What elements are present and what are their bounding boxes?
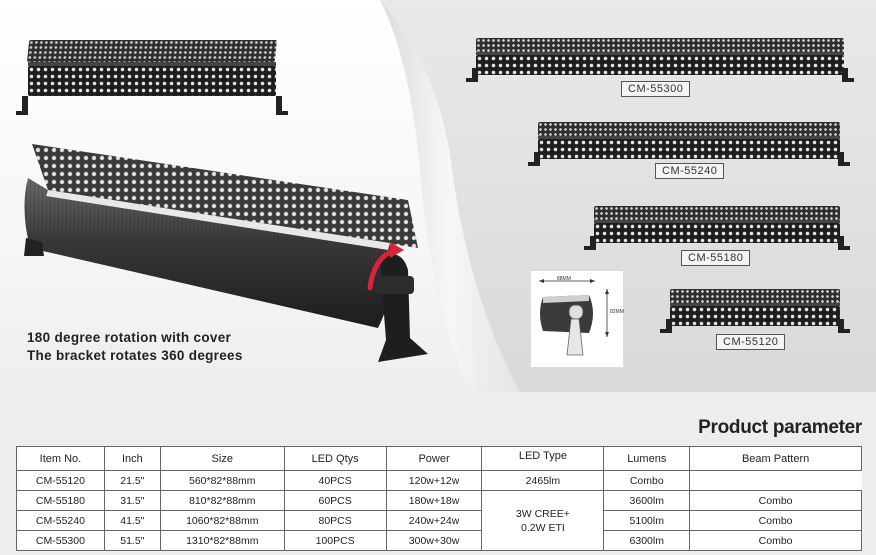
cell-qty: 40PCS <box>283 470 387 491</box>
cell-qty: 60PCS <box>283 490 387 511</box>
cell-led-type: 3W CREE+ 0.2W ETI <box>481 490 605 551</box>
cell-inch: 51.5" <box>103 530 161 551</box>
led-type-line1: 3W CREE+ <box>515 507 570 520</box>
light-bar-cm55240 <box>528 122 850 166</box>
dimension-height-label: 82MM <box>610 309 624 315</box>
cell-size: 1310*82*88mm <box>159 530 285 551</box>
cell-inch: 21.5" <box>103 470 161 491</box>
col-item-no: Item No. <box>16 446 105 471</box>
col-beam-pattern: Beam Pattern <box>689 446 862 471</box>
cell-power: 240w+24w <box>385 510 483 531</box>
cell-qty: 80PCS <box>283 510 387 531</box>
cell-inch: 41.5" <box>103 510 161 531</box>
model-label-cm55180: CM-55180 <box>681 250 751 266</box>
model-label-cm55120: CM-55120 <box>716 334 786 350</box>
cell-item: CM-55300 <box>16 530 105 551</box>
cell-beam: Combo <box>603 470 691 491</box>
cell-lumens: 5100lm <box>603 510 691 531</box>
cell-beam: Combo <box>689 530 862 551</box>
dimension-drawing <box>539 279 609 356</box>
table-row: CM-55240 41.5" 1060*82*88mm 80PCS 240w+2… <box>16 510 862 531</box>
cell-item: CM-55180 <box>16 490 105 511</box>
cell-power: 180w+18w <box>385 490 483 511</box>
cell-lumens: 3600lm <box>603 490 691 511</box>
light-bar-cm55120 <box>660 289 850 333</box>
col-power: Power <box>385 446 483 471</box>
led-type-line2: 0.2W ETI <box>521 521 565 534</box>
table-header-row: Item No. Inch Size LED Qtys Power LED Ty… <box>16 446 862 471</box>
cell-beam: Combo <box>689 510 862 531</box>
light-bar-cm55300 <box>466 38 854 82</box>
model-label-cm55240: CM-55240 <box>655 163 725 179</box>
table-row: CM-55300 51.5" 1310*82*88mm 100PCS 300w+… <box>16 530 862 551</box>
cell-lumens: 2465lm <box>481 470 605 491</box>
col-size: Size <box>159 446 285 471</box>
product-parameter-title: Product parameter <box>698 417 862 438</box>
cell-power: 300w+30w <box>385 530 483 551</box>
table-row: CM-55180 31.5" 810*82*88mm 60PCS 180w+18… <box>16 490 862 551</box>
dimension-diagram: 88MM 82MM <box>530 270 624 368</box>
cell-lumens: 6300lm <box>603 530 691 551</box>
col-led-type: LED Type <box>481 446 605 471</box>
table-row: CM-55120 21.5" 560*82*88mm 40PCS 120w+12… <box>16 470 862 491</box>
cell-inch: 31.5" <box>103 490 161 511</box>
light-bar-top-left <box>16 40 288 115</box>
model-label-cm55300: CM-55300 <box>621 81 691 97</box>
cell-item: CM-55120 <box>16 470 105 491</box>
cell-item: CM-55240 <box>16 510 105 531</box>
col-lumens: Lumens <box>603 446 691 471</box>
col-led-qtys: LED Qtys <box>283 446 387 471</box>
cell-size: 810*82*88mm <box>159 490 285 511</box>
spec-table: Item No. Inch Size LED Qtys Power LED Ty… <box>16 446 862 551</box>
cell-power: 120w+12w <box>385 470 483 491</box>
cell-beam: Combo <box>689 490 862 511</box>
cell-qty: 100PCS <box>283 530 387 551</box>
light-bar-rotation-view <box>24 144 428 362</box>
cell-size: 1060*82*88mm <box>159 510 285 531</box>
bracket-caption: The bracket rotates 360 degrees <box>27 348 243 363</box>
light-bar-cm55180 <box>584 206 850 250</box>
rotation-caption: 180 degree rotation with cover <box>27 330 232 345</box>
cell-size: 560*82*88mm <box>159 470 285 491</box>
dimension-width-label: 88MM <box>557 276 571 282</box>
col-inch: Inch <box>103 446 161 471</box>
